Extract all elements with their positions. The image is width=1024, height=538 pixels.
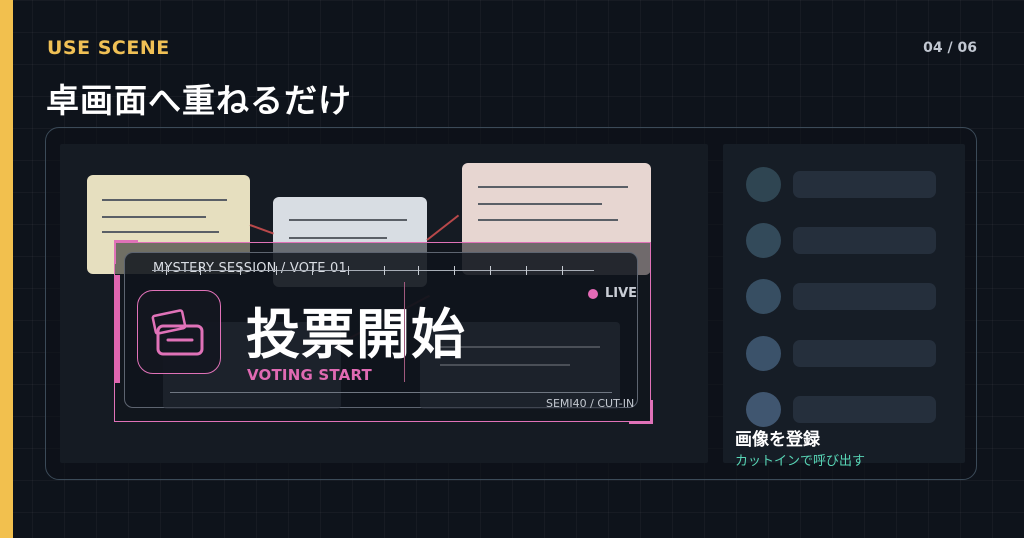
player-name-bar [793,396,936,423]
cutin-subtitle: VOTING START [247,366,372,384]
cutin-divider-vertical [404,282,405,382]
sidebar-caption: 画像を登録 [735,430,820,450]
timeline-tick [240,266,241,275]
player-row[interactable] [746,223,936,258]
player-avatar [746,279,781,314]
player-row[interactable] [746,392,936,427]
player-name-bar [793,283,936,310]
timeline-tick [418,266,419,275]
live-label: LIVE [605,286,638,301]
cutin-title: 投票開始 [246,303,466,366]
timeline-tick [562,266,563,275]
cutin-corner [629,400,653,424]
cutin-left-tab [114,275,120,383]
live-indicator-dot [588,289,598,299]
timeline-tick [490,266,491,275]
accent-bar [0,0,13,538]
player-avatar [746,392,781,427]
player-row[interactable] [746,336,936,371]
scene-label: USE SCENE [47,37,170,59]
player-avatar [746,336,781,371]
timeline-tick [312,266,313,275]
player-row[interactable] [746,279,936,314]
player-avatar [746,167,781,202]
page-title: 卓画面へ重ねるだけ [46,81,352,120]
ballot-box-icon [137,290,221,374]
cutin-tag: SEMI40 / CUT-IN [546,397,635,410]
timeline-line [152,270,594,271]
player-name-bar [793,340,936,367]
timeline-tick [384,266,385,275]
timeline-tick [166,266,167,275]
timeline-tick [200,266,201,275]
player-name-bar [793,227,936,254]
note-link-line [426,214,460,241]
timeline-tick [348,266,349,275]
session-label: MYSTERY SESSION / VOTE 01 [153,261,347,276]
timeline-tick [276,266,277,275]
timeline-tick [454,266,455,275]
underlay-line [440,346,600,348]
underlay-line [440,364,570,366]
player-row[interactable] [746,167,936,202]
cutin-corner [114,240,138,264]
player-name-bar [793,171,936,198]
player-avatar [746,223,781,258]
page-counter: 04 / 06 [923,40,977,56]
timeline-tick [526,266,527,275]
note-link-line [249,224,274,235]
sidebar-subcaption: カットインで呼び出す [735,454,866,469]
cutin-divider-horizontal [170,392,612,393]
